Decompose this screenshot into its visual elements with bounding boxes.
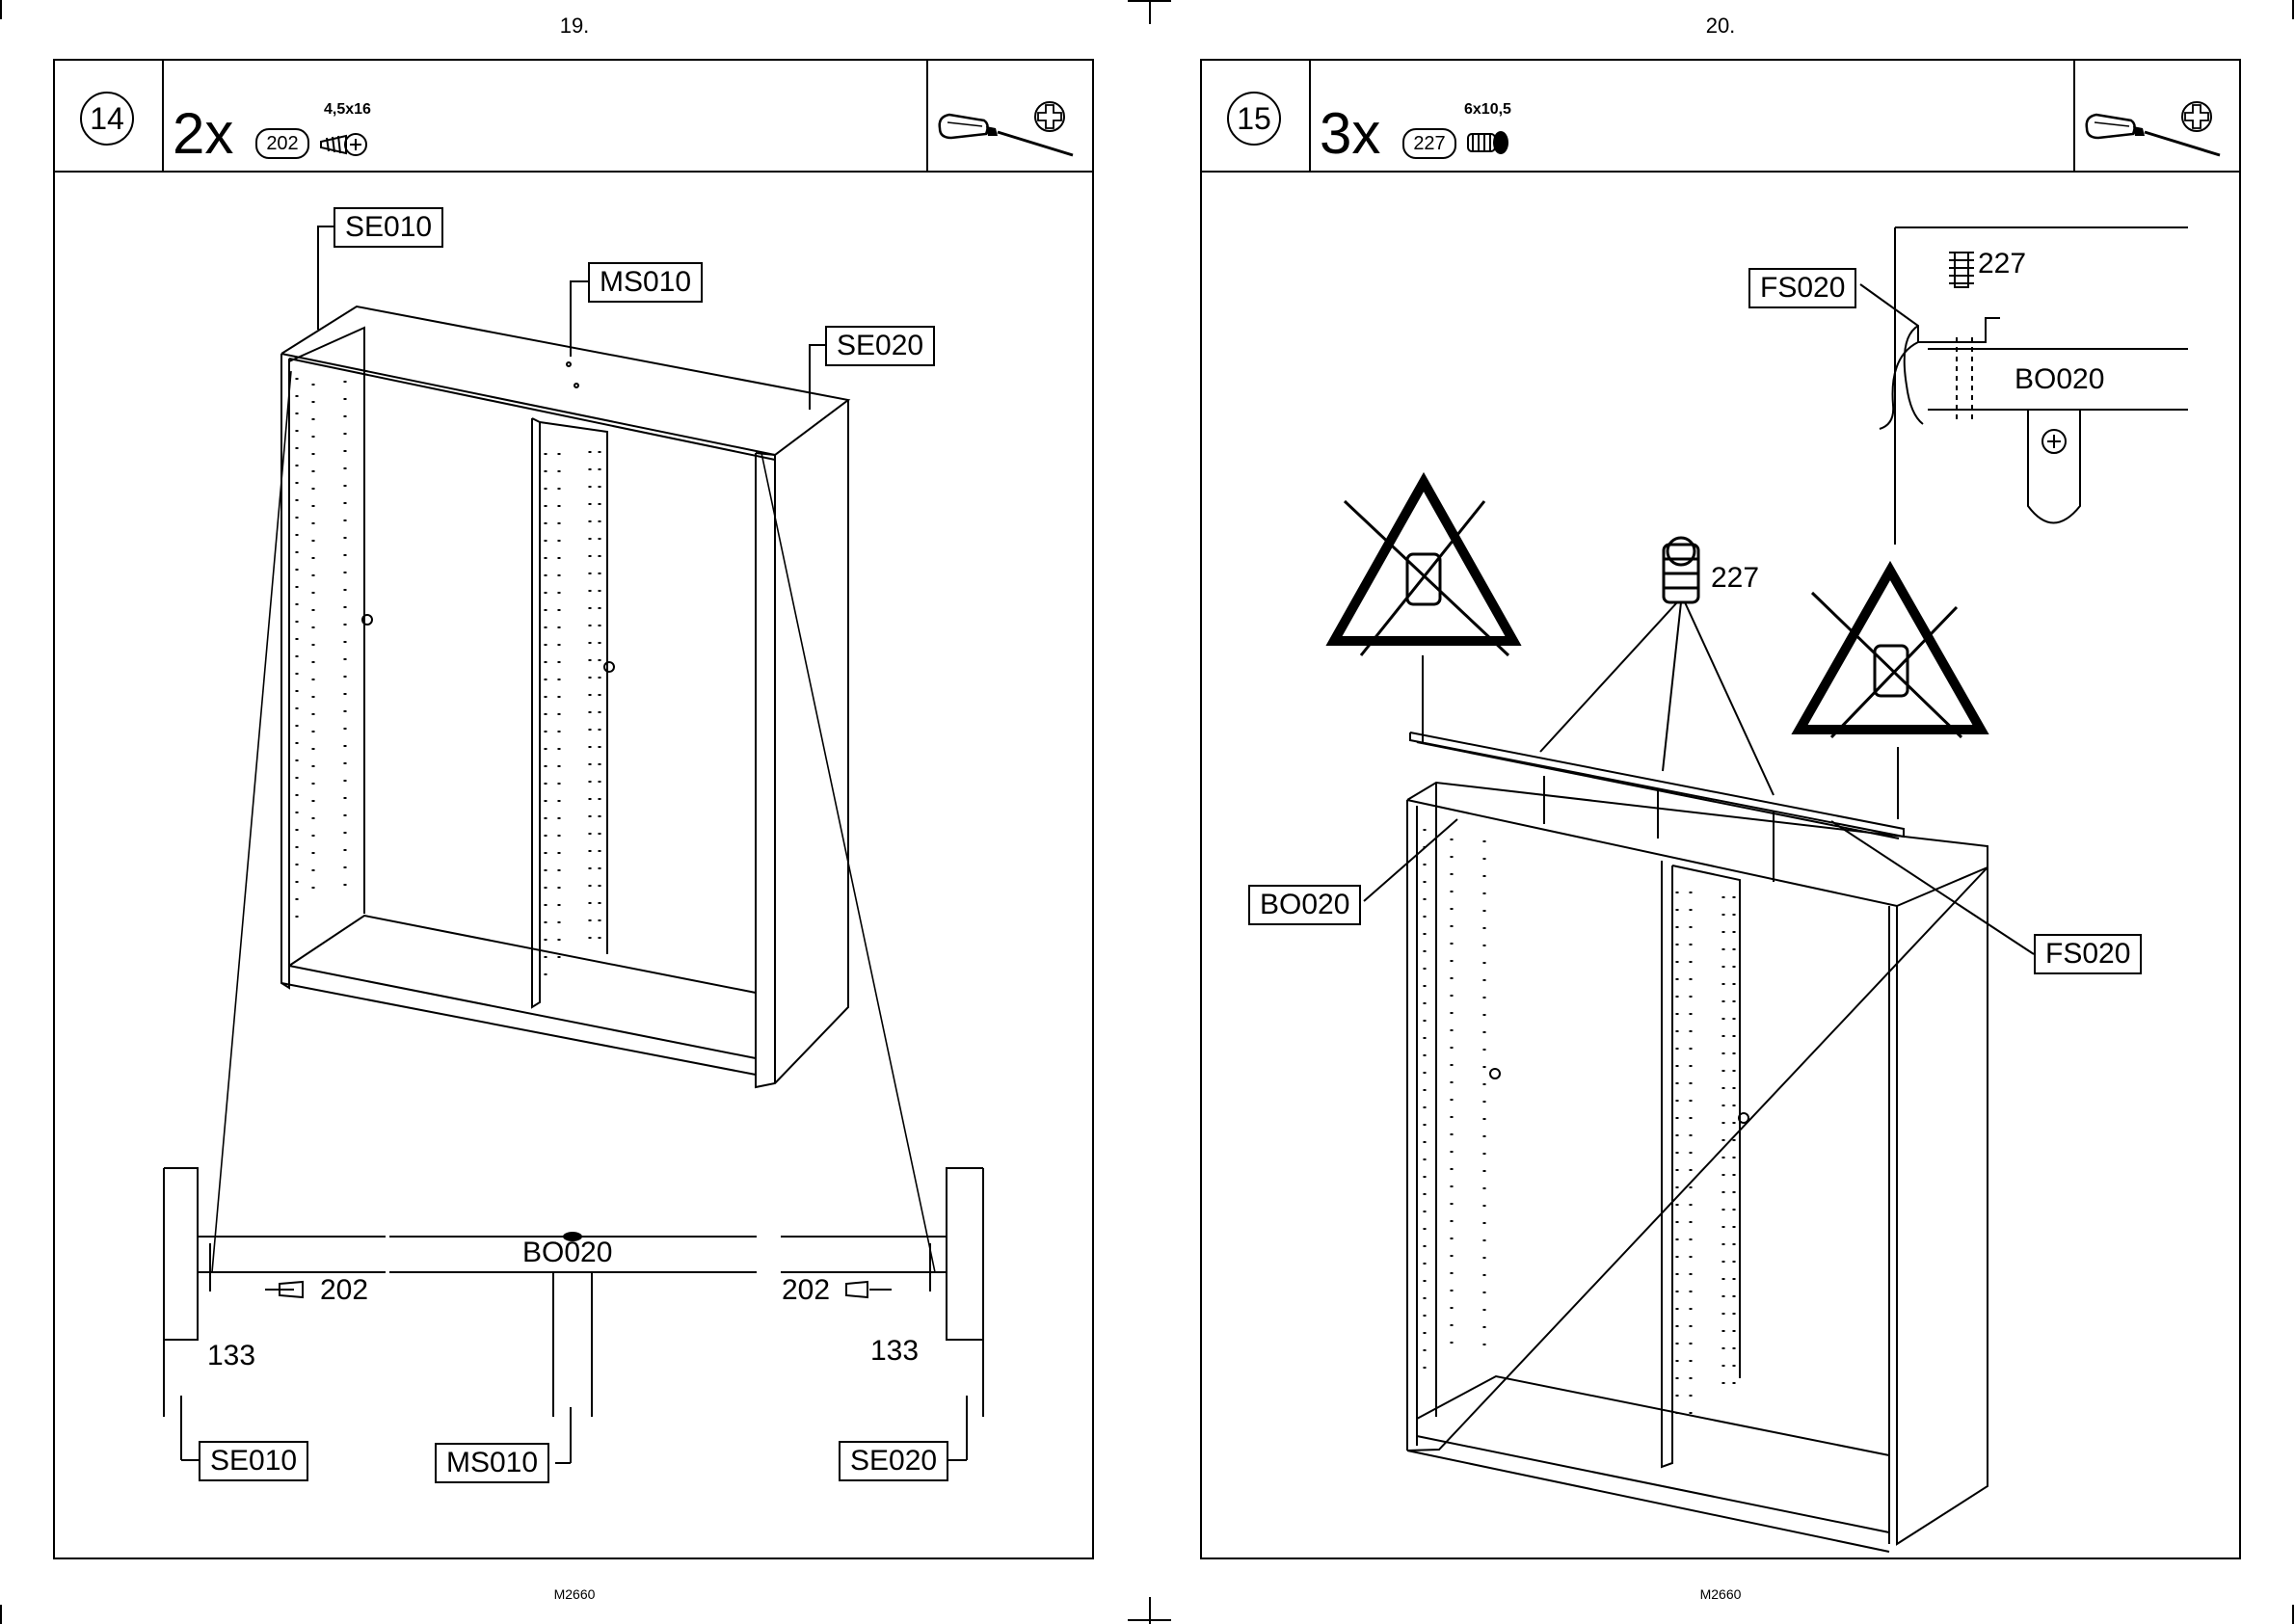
label-bo020: BO020 bbox=[1248, 885, 1361, 925]
label-bo020-detail: BO020 bbox=[2015, 363, 2104, 396]
label-fs020-detail: FS020 bbox=[1748, 268, 1856, 308]
label-fs020: FS020 bbox=[2034, 934, 2142, 974]
label-227-callout: 227 bbox=[1711, 562, 1759, 595]
label-227-detail: 227 bbox=[1978, 248, 2026, 280]
